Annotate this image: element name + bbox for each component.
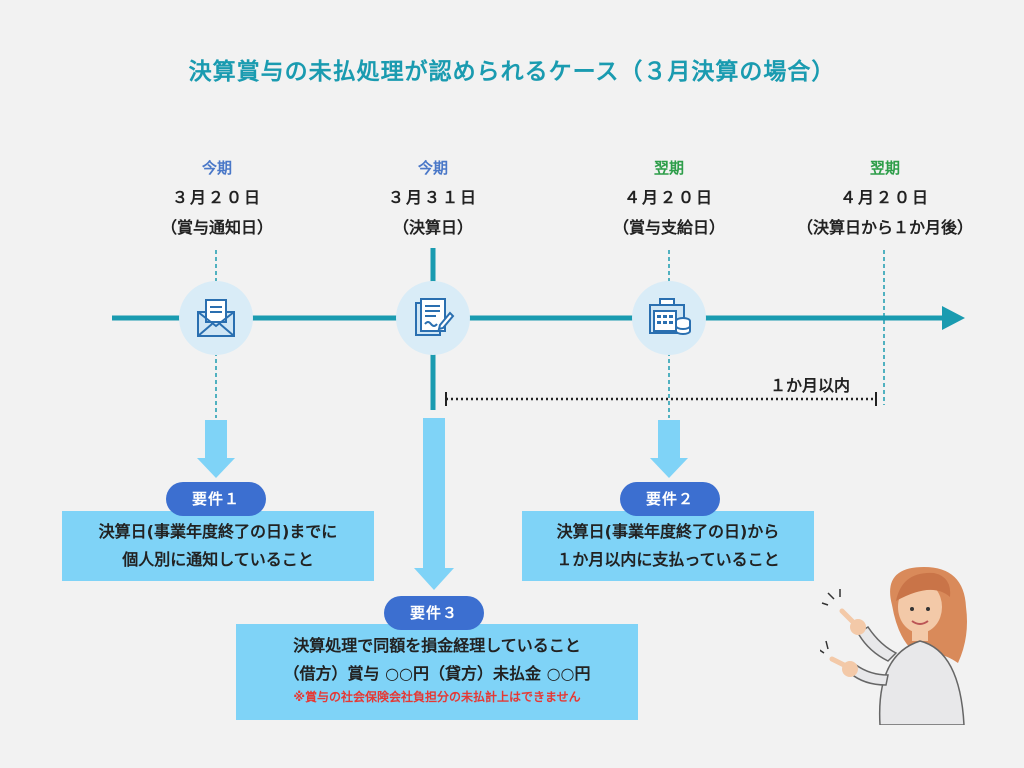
warning-note: ※賞与の社会保険会社負担分の未払計上はできません [236, 688, 638, 706]
down-arrow-1 [197, 420, 235, 478]
within-one-month-label: １か月以内 [770, 372, 850, 396]
requirement-line: １か月以内に支払っていること [522, 546, 814, 574]
document-pen-icon [396, 281, 470, 355]
requirement-line: 個人別に通知していること [62, 546, 374, 574]
woman-pointing-illustration [820, 565, 990, 725]
requirement-3-box: 決算処理で同額を損金経理していること （借方）賞与 ○○円（貸方）未払金 ○○円… [236, 624, 638, 720]
down-arrow-3 [414, 418, 454, 590]
requirement-1-badge: 要件１ [166, 482, 266, 516]
requirement-line: 決算日(事業年度終了の日)までに [62, 518, 374, 546]
envelope-icon [179, 281, 253, 355]
requirement-line: 決算処理で同額を損金経理していること [236, 632, 638, 660]
requirement-line: 決算日(事業年度終了の日)から [522, 518, 814, 546]
requirement-line: （借方）賞与 ○○円（貸方）未払金 ○○円 [236, 660, 638, 688]
requirement-1-box: 決算日(事業年度終了の日)までに 個人別に通知していること [62, 511, 374, 581]
requirement-2-badge: 要件２ [620, 482, 720, 516]
requirement-2-box: 決算日(事業年度終了の日)から １か月以内に支払っていること [522, 511, 814, 581]
calculator-coins-icon [632, 281, 706, 355]
down-arrow-2 [650, 420, 688, 478]
timeline-arrowhead [942, 306, 965, 330]
requirement-3-badge: 要件３ [384, 596, 484, 630]
